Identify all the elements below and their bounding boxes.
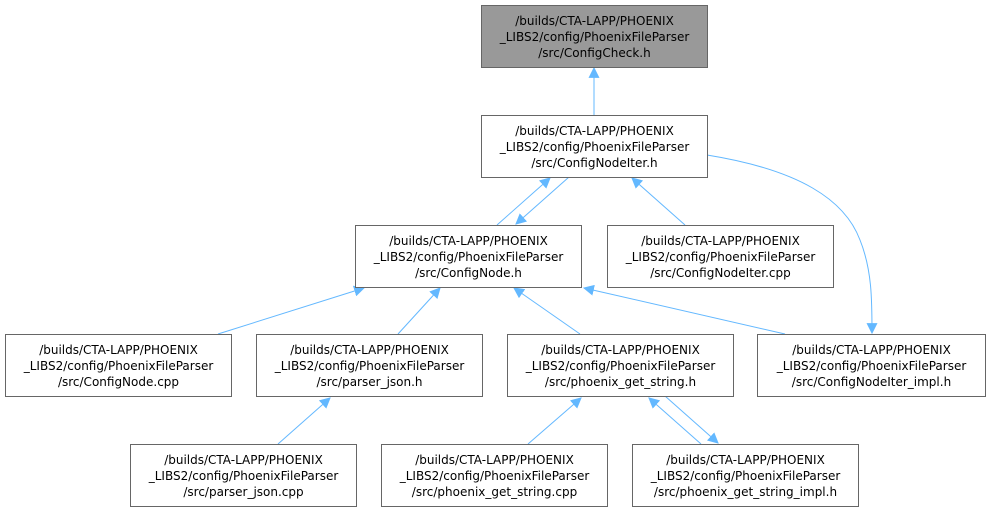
edge-phoenix-get-string-h-to-phoenix-get-string-impl-h: [664, 395, 719, 444]
node-label-line: /src/parser_json.h: [316, 374, 423, 389]
node-label-line: /src/ConfigCheck.h: [538, 45, 651, 60]
node-label-line: /builds/CTA-LAPP/PHOENIX: [515, 13, 674, 28]
edge-confignode-h-to-confignodeiter-h: [496, 177, 551, 226]
node-label-line: _LIBS2/config/PhoenixFileParser: [373, 249, 564, 264]
edge-confignodeiter-impl-h-to-confignode-h: [582, 284, 786, 335]
node-label-line: /builds/CTA-LAPP/PHOENIX: [541, 342, 700, 357]
edge-confignode-cpp-to-confignode-h: [217, 285, 366, 335]
edge-parser-json-h-to-confignode-h: [397, 287, 441, 335]
node-label-line: _LIBS2/config/PhoenixFileParser: [625, 249, 816, 264]
node-label-line: /src/phoenix_get_string_impl.h: [653, 484, 838, 499]
node-confignodeiter-h[interactable]: /builds/CTA-LAPP/PHOENIX _LIBS2/config/P…: [481, 115, 708, 178]
node-configcheck-h[interactable]: /builds/CTA-LAPP/PHOENIX _LIBS2/config/P…: [481, 5, 708, 68]
node-label-line: _LIBS2/config/PhoenixFileParser: [399, 468, 590, 483]
node-label-line: _LIBS2/config/PhoenixFileParser: [499, 29, 690, 44]
node-label-line: /src/phoenix_get_string.cpp: [411, 484, 578, 499]
edge-phoenix-get-string-cpp-to-phoenix-get-string-h: [527, 397, 582, 445]
node-confignodeiter-cpp[interactable]: /builds/CTA-LAPP/PHOENIX _LIBS2/config/P…: [607, 225, 834, 288]
node-phoenix-get-string-h[interactable]: /builds/CTA-LAPP/PHOENIX _LIBS2/config/P…: [507, 334, 734, 397]
node-label-line: /builds/CTA-LAPP/PHOENIX: [290, 342, 449, 357]
node-phoenix-get-string-impl-h[interactable]: /builds/CTA-LAPP/PHOENIX _LIBS2/config/P…: [632, 444, 859, 507]
node-label-line: /src/ConfigNodeIter.cpp: [650, 265, 791, 280]
node-parser-json-h[interactable]: /builds/CTA-LAPP/PHOENIX _LIBS2/config/P…: [256, 334, 483, 397]
node-label-line: /builds/CTA-LAPP/PHOENIX: [389, 233, 548, 248]
node-label-line: /builds/CTA-LAPP/PHOENIX: [641, 233, 800, 248]
edge-phoenix-get-string-h-to-confignode-h: [513, 287, 581, 335]
node-label-line: _LIBS2/config/PhoenixFileParser: [650, 468, 841, 483]
node-phoenix-get-string-cpp[interactable]: /builds/CTA-LAPP/PHOENIX _LIBS2/config/P…: [381, 444, 608, 507]
node-label-line: _LIBS2/config/PhoenixFileParser: [23, 358, 214, 373]
node-confignodeiter-impl-h[interactable]: /builds/CTA-LAPP/PHOENIX _LIBS2/config/P…: [757, 334, 986, 397]
node-label-line: /src/ConfigNode.cpp: [57, 374, 180, 389]
edge-parser-json-cpp-to-parser-json-h: [277, 397, 331, 445]
edge-confignodeiter-h-to-confignodeiter-impl-h: [706, 154, 878, 335]
node-parser-json-cpp[interactable]: /builds/CTA-LAPP/PHOENIX _LIBS2/config/P…: [130, 444, 357, 507]
node-label-line: _LIBS2/config/PhoenixFileParser: [776, 358, 967, 373]
node-label-line: /builds/CTA-LAPP/PHOENIX: [39, 342, 198, 357]
node-label-line: /src/ConfigNodeIter.h: [531, 155, 658, 170]
node-confignode-cpp[interactable]: /builds/CTA-LAPP/PHOENIX _LIBS2/config/P…: [5, 334, 232, 397]
node-label-line: /src/ConfigNodeIter_impl.h: [791, 374, 952, 389]
node-label-line: /builds/CTA-LAPP/PHOENIX: [515, 123, 674, 138]
node-label-line: /builds/CTA-LAPP/PHOENIX: [415, 452, 574, 467]
edge-confignodeiter-cpp-to-confignodeiter-h: [631, 177, 686, 226]
node-label-line: /src/parser_json.cpp: [183, 484, 304, 499]
node-label-line: /src/ConfigNode.h: [415, 265, 522, 280]
edge-confignodeiter-h-to-confignode-h: [515, 176, 570, 225]
node-label-line: _LIBS2/config/PhoenixFileParser: [499, 139, 690, 154]
node-label-line: _LIBS2/config/PhoenixFileParser: [525, 358, 716, 373]
node-label-line: /builds/CTA-LAPP/PHOENIX: [666, 452, 825, 467]
node-label-line: /builds/CTA-LAPP/PHOENIX: [164, 452, 323, 467]
node-label-line: /src/phoenix_get_string.h: [544, 374, 697, 389]
node-confignode-h[interactable]: /builds/CTA-LAPP/PHOENIX _LIBS2/config/P…: [355, 225, 582, 288]
node-label-line: _LIBS2/config/PhoenixFileParser: [148, 468, 339, 483]
edge-phoenix-get-string-impl-h-to-phoenix-get-string-h: [648, 397, 702, 445]
node-label-line: _LIBS2/config/PhoenixFileParser: [274, 358, 465, 373]
node-label-line: /builds/CTA-LAPP/PHOENIX: [792, 342, 951, 357]
